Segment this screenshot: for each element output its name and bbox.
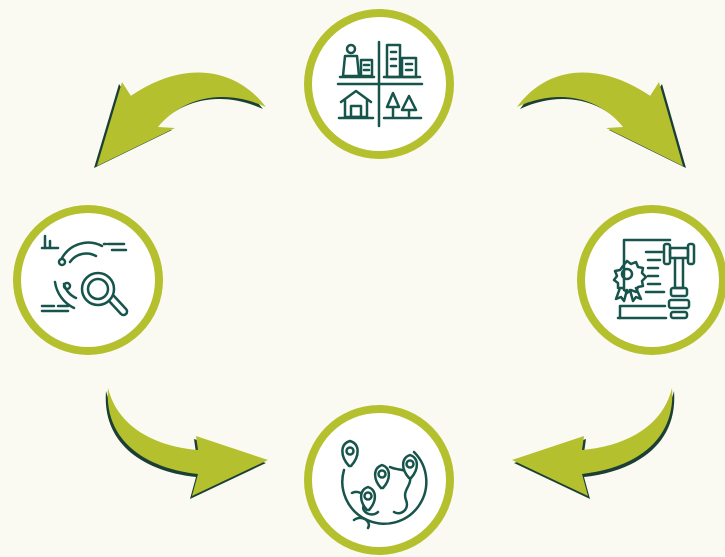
legal-certificate-gavel-icon (612, 238, 696, 320)
arrow-right-to-bottom (512, 388, 675, 499)
node-left (13, 205, 163, 355)
arrow-left-to-bottom (105, 388, 268, 499)
node-bottom (304, 405, 454, 555)
node-top (304, 9, 454, 159)
data-analysis-magnifier-icon (40, 234, 129, 317)
urban-land-use-icon (336, 40, 424, 128)
node-right (577, 205, 725, 355)
arrow-top-to-left (94, 72, 266, 168)
globe-location-pins-icon (341, 439, 428, 530)
arrow-top-to-right (517, 72, 686, 168)
